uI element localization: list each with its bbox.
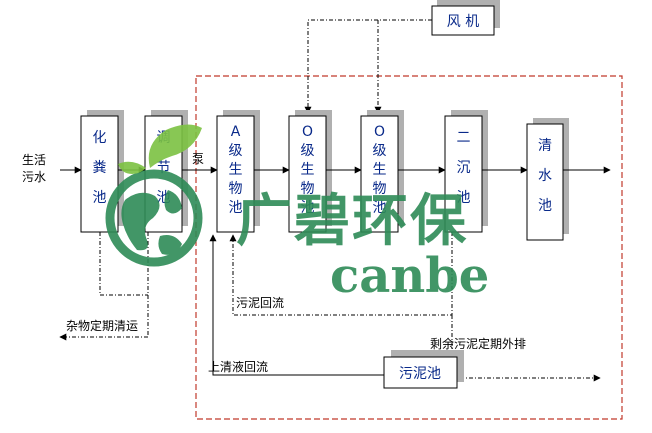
globe-icon	[105, 169, 203, 267]
watermark-logo: 广碧环保 canbe	[105, 124, 489, 304]
treatment-boundary	[195, 75, 623, 420]
tank-char: 池	[457, 190, 471, 206]
debris-label: 杂物定期清运	[66, 318, 138, 333]
tank-char: 池	[373, 200, 387, 216]
tank-char: 池	[93, 190, 107, 206]
globe-continents	[121, 190, 182, 255]
tank-box	[444, 115, 483, 233]
tank-char: 级	[373, 143, 387, 159]
tank-char: 池	[229, 200, 243, 216]
leaf-small-icon	[118, 161, 146, 174]
sludge-return-line	[229, 232, 453, 316]
supernatant-line	[209, 234, 384, 376]
tank-char: 级	[229, 143, 243, 159]
tank-char: 生	[229, 162, 243, 178]
tank-char: 级	[301, 143, 315, 159]
tank-char: O	[302, 124, 313, 140]
tank-char: 二	[457, 130, 471, 146]
input-label-line2: 污水	[22, 170, 46, 184]
debris-line	[99, 232, 148, 296]
tank-char: 物	[373, 181, 387, 197]
excess-sludge-label: 剩余污泥定期外排	[430, 336, 526, 351]
tank-char: 水	[538, 168, 552, 184]
supernatant-label: 上清液回流	[208, 359, 268, 374]
tank-char: 生	[301, 162, 315, 178]
tank-clear-water: 清水池	[526, 118, 569, 241]
air-line-main	[304, 19, 432, 114]
tank-box	[288, 115, 327, 233]
tank-char: 清	[538, 138, 552, 154]
blower-box	[431, 5, 495, 36]
tank-septic: 化粪池	[80, 110, 124, 233]
pump-label: 泵	[192, 152, 204, 166]
blower-label: 风 机	[447, 14, 479, 30]
tank-char: 粪	[93, 160, 107, 176]
tank-secondary-sed: 二沉池	[444, 110, 488, 233]
sludge-return-label: 污泥回流	[236, 296, 284, 310]
input-label-line1: 生活	[22, 153, 46, 167]
tank-char: 物	[301, 181, 315, 197]
tank-char: 生	[373, 162, 387, 178]
tank-box	[216, 115, 255, 233]
leaf-icon	[148, 124, 202, 168]
watermark-brand-cn: 广碧环保	[236, 189, 468, 254]
tank-char: 池	[301, 200, 315, 216]
tank-box	[360, 115, 399, 233]
tank-char: 化	[93, 130, 107, 146]
tank-char: A	[231, 124, 241, 140]
watermark-brand-en: canbe	[330, 248, 489, 304]
tank-char: 沉	[457, 160, 471, 176]
sludge-tank-box	[383, 356, 458, 389]
tank-box	[526, 123, 564, 241]
tank-char: O	[374, 124, 385, 140]
tank-char: 池	[538, 198, 552, 214]
sludge-tank-label: 污泥池	[399, 366, 441, 382]
tank-char: 物	[229, 181, 243, 197]
